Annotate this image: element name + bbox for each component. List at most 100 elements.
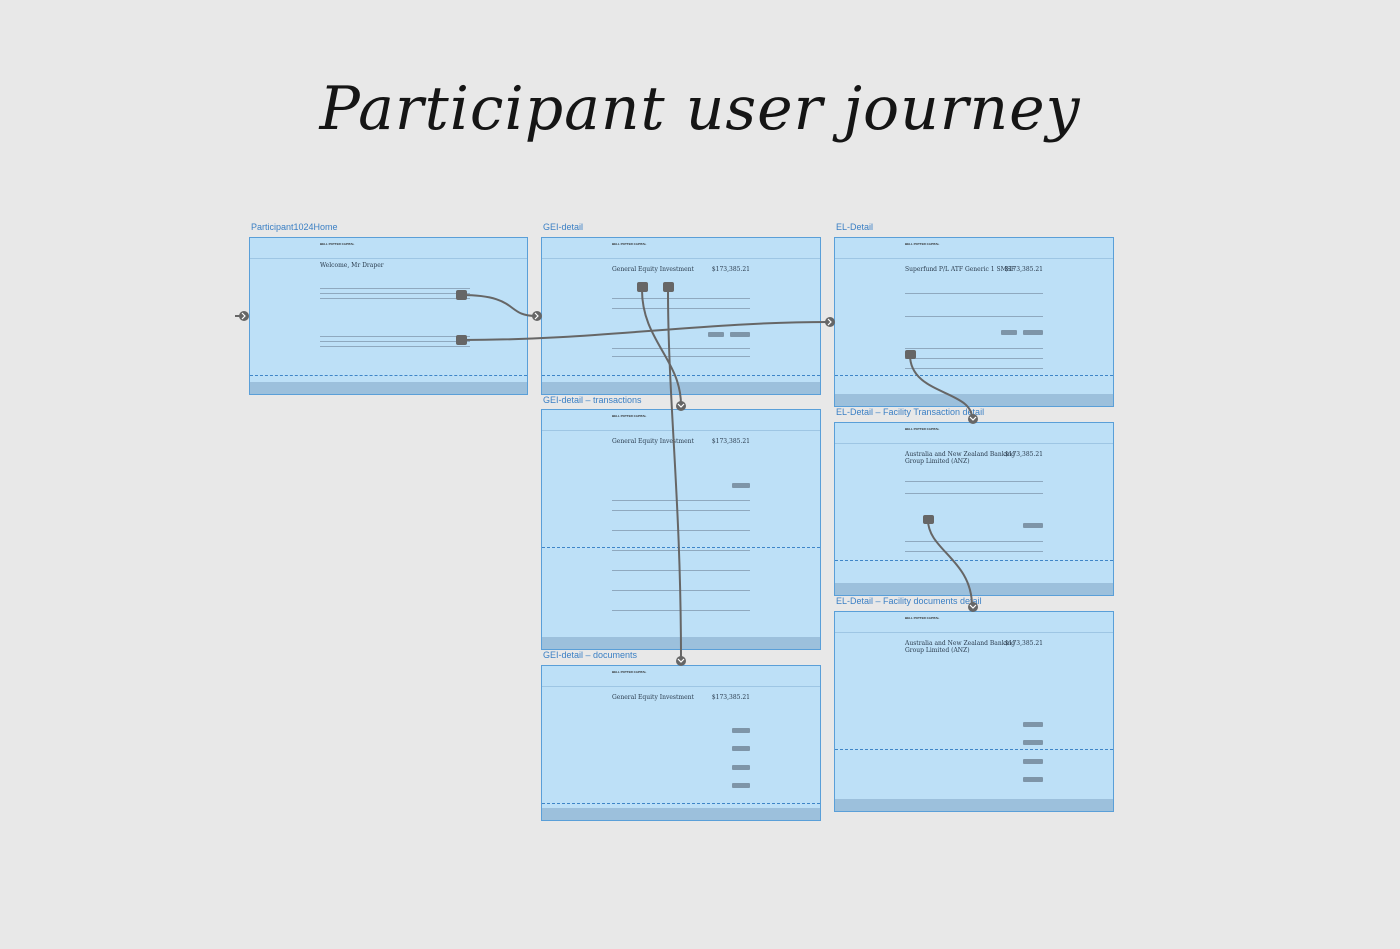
download-button[interactable] xyxy=(1023,759,1043,764)
board-label-gei-documents: GEI-detail – documents xyxy=(543,650,638,660)
action-button[interactable] xyxy=(730,332,750,337)
board-home[interactable]: BELL POTTER CAPITAL Welcome, Mr Draper xyxy=(249,237,528,395)
page-heading: Australia and New Zealand Banking Group … xyxy=(905,640,1016,654)
nav-bar xyxy=(835,443,1113,444)
fold-line xyxy=(542,547,820,548)
nav-bar xyxy=(835,258,1113,259)
table-row xyxy=(612,348,750,349)
board-el-transactions[interactable]: BELL POTTER CAPITAL Australia and New Ze… xyxy=(834,422,1114,596)
diagram-title: Participant user journey xyxy=(319,74,1081,144)
download-button[interactable] xyxy=(732,765,750,770)
table-row xyxy=(612,308,750,309)
board-gei-documents[interactable]: BELL POTTER CAPITAL General Equity Inves… xyxy=(541,665,821,821)
logo: BELL POTTER CAPITAL xyxy=(320,242,355,246)
nav-bar xyxy=(542,686,820,687)
connector-handle xyxy=(456,335,467,345)
board-el-documents[interactable]: BELL POTTER CAPITAL Australia and New Ze… xyxy=(834,611,1114,812)
nav-bar xyxy=(542,430,820,431)
page-amount: $173,385.21 xyxy=(1004,451,1043,458)
logo: BELL POTTER CAPITAL xyxy=(905,427,940,431)
board-label-el-documents: EL-Detail – Facility documents detail xyxy=(836,596,982,606)
action-button[interactable] xyxy=(1023,330,1043,335)
board-label-gei: GEI-detail xyxy=(543,222,584,232)
connector-transactions-to-documents xyxy=(927,519,973,607)
nav-bar xyxy=(542,258,820,259)
board-gei-detail[interactable]: BELL POTTER CAPITAL General Equity Inves… xyxy=(541,237,821,395)
arrow-down-icon xyxy=(968,602,978,612)
download-button[interactable] xyxy=(1023,777,1043,782)
board-el-detail[interactable]: BELL POTTER CAPITAL Superfund P/L ATF Ge… xyxy=(834,237,1114,407)
fold-line xyxy=(835,560,1113,561)
download-button[interactable] xyxy=(1023,722,1043,727)
table-row xyxy=(905,368,1043,369)
board-label-el: EL-Detail xyxy=(836,222,874,232)
logo: BELL POTTER CAPITAL xyxy=(612,242,647,246)
download-button[interactable] xyxy=(732,746,750,751)
footer xyxy=(250,382,527,394)
fold-line xyxy=(835,375,1113,376)
page-heading: Australia and New Zealand Banking Group … xyxy=(905,451,1016,465)
footer xyxy=(835,583,1113,595)
fold-line xyxy=(250,375,527,376)
table-row xyxy=(905,493,1043,494)
table-row xyxy=(320,336,470,337)
table-row xyxy=(612,530,750,531)
board-label-gei-transactions: GEI-detail – transactions xyxy=(543,395,642,405)
action-button[interactable] xyxy=(732,483,750,488)
table-row xyxy=(612,356,750,357)
footer xyxy=(542,382,820,394)
page-heading: Superfund P/L ATF Generic 1 SMSF xyxy=(905,266,1016,273)
board-label-el-transactions: EL-Detail – Facility Transaction detail xyxy=(836,407,985,417)
table-row xyxy=(905,358,1043,359)
table-row xyxy=(612,570,750,571)
table-row xyxy=(612,550,750,551)
table-row xyxy=(612,500,750,501)
page-heading: General Equity Investment xyxy=(612,438,694,445)
connector-handle xyxy=(923,515,934,524)
table-row xyxy=(320,293,470,294)
arrow-down-icon xyxy=(676,401,686,411)
connector-home-to-el xyxy=(460,321,830,341)
fold-line xyxy=(835,749,1113,750)
page-heading: General Equity Investment xyxy=(612,694,694,701)
table-row xyxy=(905,316,1043,317)
download-button[interactable] xyxy=(1023,740,1043,745)
table-row xyxy=(320,288,470,289)
logo: BELL POTTER CAPITAL xyxy=(905,242,940,246)
nav-bar xyxy=(835,632,1113,633)
table-row xyxy=(612,298,750,299)
arrow-right-icon xyxy=(532,311,542,321)
nav-bar xyxy=(250,258,527,259)
fold-line xyxy=(542,803,820,804)
table-row xyxy=(905,348,1043,349)
table-row xyxy=(320,341,470,342)
action-button[interactable] xyxy=(1001,330,1017,335)
action-button[interactable] xyxy=(708,332,724,337)
arrow-down-icon xyxy=(676,656,686,666)
page-heading: Welcome, Mr Draper xyxy=(320,262,384,269)
footer xyxy=(542,808,820,820)
connector-handle xyxy=(905,350,916,359)
page-amount: $173,385.21 xyxy=(1004,266,1043,273)
arrow-down-icon xyxy=(968,414,978,424)
download-button[interactable] xyxy=(732,728,750,733)
connector-gei-to-transactions xyxy=(641,289,682,406)
download-button[interactable] xyxy=(732,783,750,788)
logo: BELL POTTER CAPITAL xyxy=(612,414,647,418)
table-row xyxy=(905,541,1043,542)
arrow-right-icon xyxy=(239,311,249,321)
board-label-home: Participant1024Home xyxy=(251,222,338,232)
fold-line xyxy=(542,375,820,376)
connector-handle xyxy=(637,282,648,292)
page-amount: $173,385.21 xyxy=(711,438,750,445)
page-amount: $173,385.21 xyxy=(711,694,750,701)
action-button[interactable] xyxy=(1023,523,1043,528)
table-row xyxy=(320,346,470,347)
connector-el-to-transactions xyxy=(909,354,973,419)
connector-handle xyxy=(456,290,467,300)
connector-home-to-gei xyxy=(460,294,537,317)
table-row xyxy=(612,510,750,511)
table-row xyxy=(320,298,470,299)
table-row xyxy=(905,551,1043,552)
